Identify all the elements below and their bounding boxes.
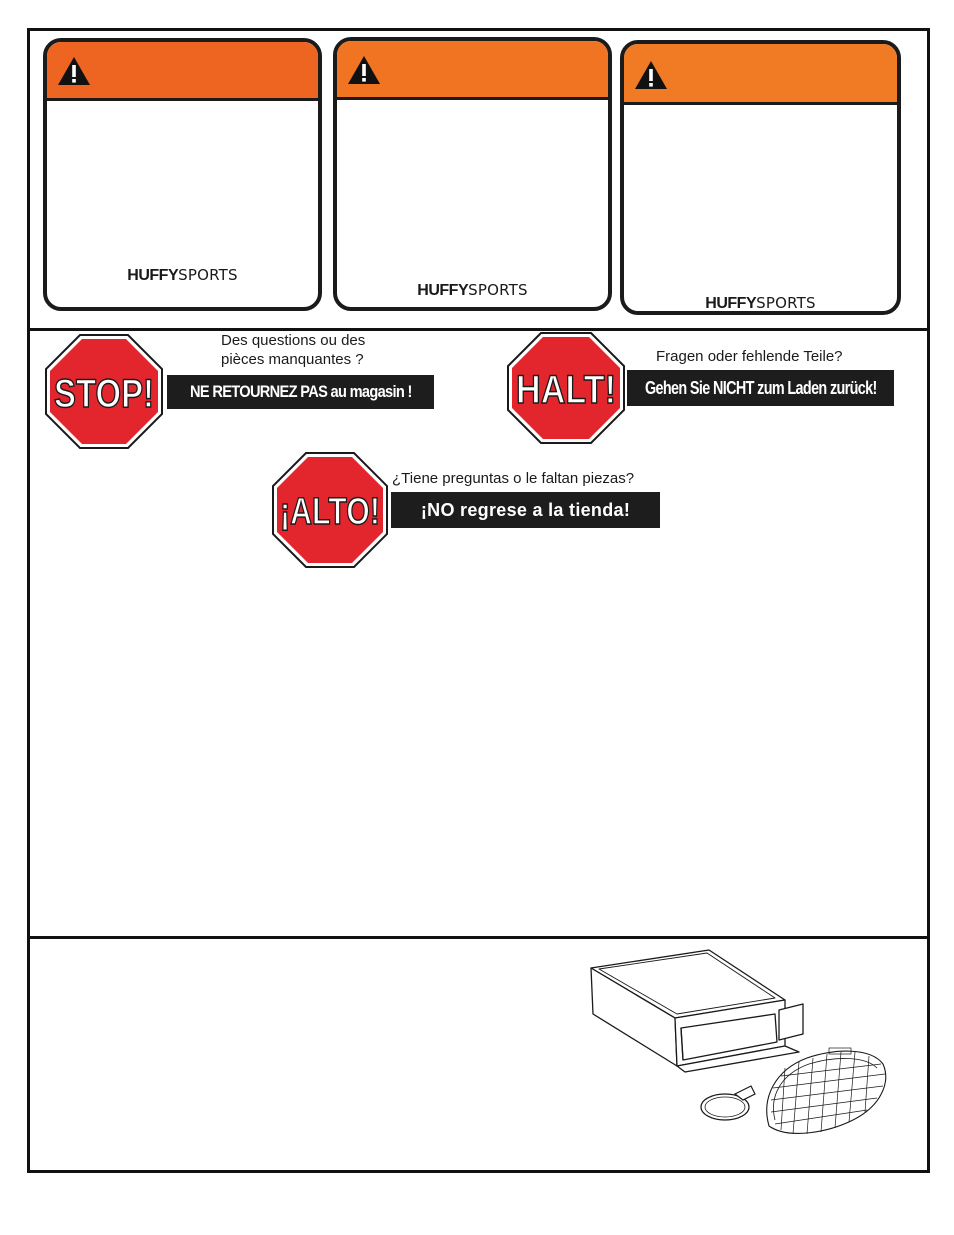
page-frame [27, 28, 930, 1173]
divider-bottom [30, 936, 927, 939]
stop-sign-french: STOP! [45, 334, 163, 449]
warning-triangle-icon [348, 56, 380, 84]
spanish-banner: ¡NO regrese a la tienda! [391, 492, 660, 528]
halt-sign-german: HALT! [507, 332, 625, 444]
french-banner: NE RETOURNEZ PAS au magasin ! [167, 375, 434, 409]
warning-card-header [337, 41, 608, 100]
halt-sign-text: HALT! [516, 368, 616, 412]
divider-top [30, 328, 927, 331]
alto-sign-spanish: ¡ALTO! [272, 452, 388, 568]
german-question: Fragen oder fehlende Teile? [656, 348, 843, 365]
spanish-question: ¿Tiene preguntas o le faltan piezas? [392, 470, 635, 487]
german-banner: Gehen Sie NICHT zum Laden zurück! [627, 370, 894, 406]
warning-triangle-icon [58, 57, 90, 85]
huffy-sports-logo: HUFFYSPORTS [127, 266, 238, 284]
warning-triangle-icon [635, 61, 667, 89]
huffy-sports-logo: HUFFYSPORTS [417, 281, 528, 299]
warning-card-1: HUFFYSPORTS [43, 38, 322, 311]
warning-card-header [624, 44, 897, 105]
open-box-illustration [590, 949, 887, 1135]
warning-card-3: HUFFYSPORTS [620, 40, 901, 315]
stop-sign-text: STOP! [54, 372, 154, 416]
warning-card-header [47, 42, 318, 101]
alto-sign-text: ¡ALTO! [280, 491, 380, 533]
french-question: Des questions ou des pièces manquantes ? [221, 332, 366, 368]
warning-card-2: HUFFYSPORTS [333, 37, 612, 311]
huffy-sports-logo: HUFFYSPORTS [705, 294, 816, 312]
